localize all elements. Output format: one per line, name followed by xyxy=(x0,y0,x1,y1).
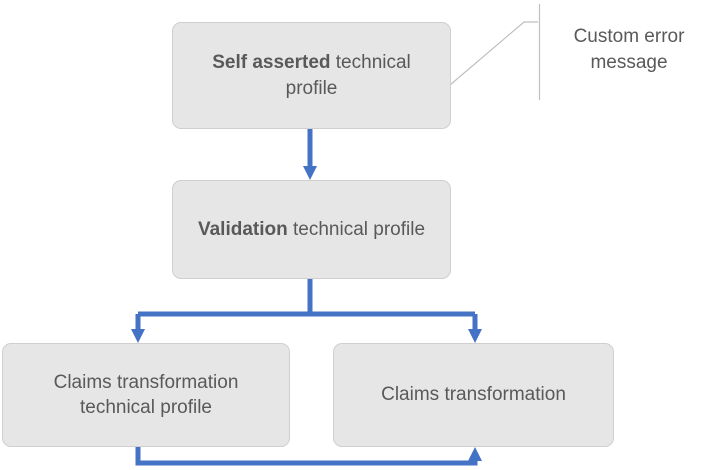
node-self-asserted-technical-profile[interactable]: Self asserted technical profile xyxy=(172,22,451,129)
callout-custom-error-message: Custom error message xyxy=(556,24,702,76)
callout-line-2: message xyxy=(590,51,668,73)
callout-line-1: Custom error xyxy=(573,26,685,47)
callout-leader-line xyxy=(449,4,541,100)
node-validation-label: Validation technical profile xyxy=(187,217,436,242)
node-self-asserted-emphasis: Self asserted xyxy=(212,52,331,74)
connector-self-asserted-to-validation xyxy=(303,129,317,180)
node-validation-rest: technical profile xyxy=(287,218,426,240)
node-self-asserted-rest: technical profile xyxy=(285,52,411,99)
connector-loop-back xyxy=(135,447,482,466)
node-claims-transformation-label: Claims transformation xyxy=(381,384,566,406)
node-self-asserted-label: Self asserted technical profile xyxy=(187,50,436,101)
node-claims-transformation-technical-profile[interactable]: Claims transformation technical profile xyxy=(2,343,290,447)
connector-validation-split xyxy=(131,279,482,343)
node-claims-transformation[interactable]: Claims transformation xyxy=(333,343,614,447)
node-claims-transformation-tp-label: Claims transformation technical profile xyxy=(53,371,239,418)
node-validation-technical-profile[interactable]: Validation technical profile xyxy=(172,180,451,279)
node-validation-emphasis: Validation xyxy=(197,218,288,240)
